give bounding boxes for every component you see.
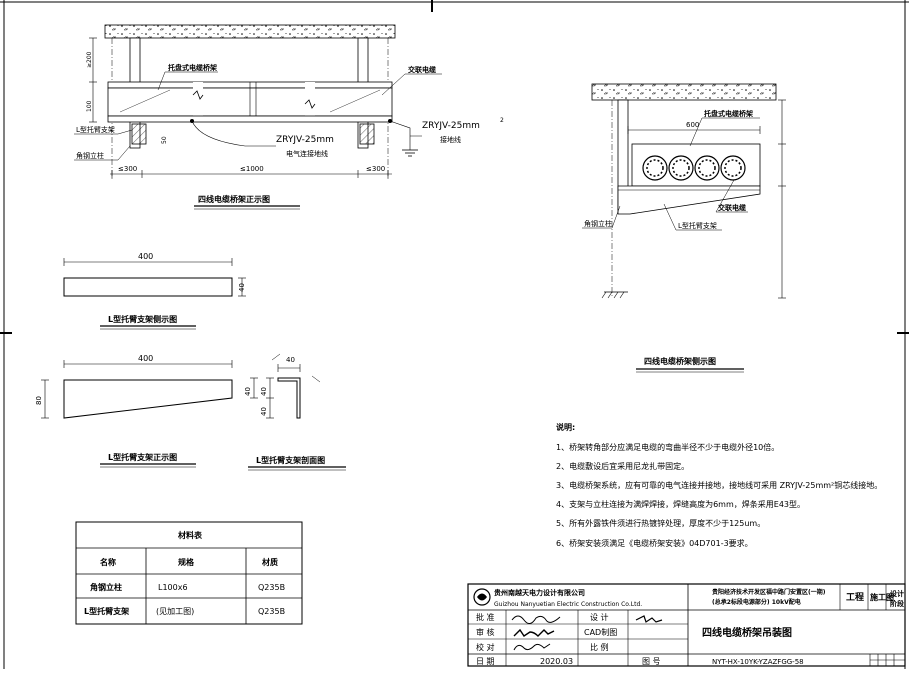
label-design: 设 计 [590, 612, 609, 622]
signatures [511, 615, 663, 651]
material-table: 材料表 名称 规格 材质 角钢立柱 L100x6 Q235B L型托臂支架 (见… [75, 521, 303, 625]
notes: 说明: 1、桥架转角部分应满足电缆的弯曲半径不少于电缆外径10倍。 2、电缆敷设… [556, 422, 882, 548]
materials-row1-spec: L100x6 [158, 583, 188, 592]
label-cad: CAD制图 [584, 627, 617, 637]
company-name-en: Guizhou Nanyuetian Electric Construction… [494, 601, 642, 608]
dim-left: ≤300 [118, 165, 137, 173]
label-wire2: ZRYJV-25mm [422, 121, 480, 131]
title-front-view: 四线电缆桥架正示图 [198, 194, 270, 204]
company-logo [473, 588, 491, 606]
label-post-front: 角钢立柱 [76, 151, 104, 160]
label-bracket-side: L型托臂支架 [678, 221, 717, 230]
note-1: 1、桥架转角部分应满足电缆的弯曲半径不少于电缆外径10倍。 [556, 442, 779, 452]
label-review: 审 核 [476, 627, 495, 637]
label-wire2-note: 接地线 [440, 135, 461, 144]
design-stage-label-1: 设计 [890, 589, 904, 598]
bracket-front-view: 400 80 L型托臂支架正示图 [35, 354, 233, 468]
front-view: 托盘式电缆桥架 交联电缆 L型托臂支架 角钢立柱 ZRYJV-25mm 电气连接… [74, 24, 504, 210]
label-bracket-front: L型托臂支架 [76, 125, 115, 134]
note-4: 4、支架与立柱连接为满焊焊接，焊缝高度为6mm，焊条采用E43型。 [556, 499, 805, 509]
note-5: 5、所有外露铁件须进行热镀锌处理，厚度不少于125um。 [556, 518, 765, 528]
dim-section-top: 40 [286, 356, 295, 364]
project-line-1: 贵阳经济技术开发区福中路门安置区(一期) [712, 588, 826, 596]
bracket-bar [107, 115, 393, 123]
label-approve: 批 准 [476, 612, 495, 622]
dim-post: 50 [161, 136, 168, 144]
label-date: 日 期 [476, 657, 495, 666]
bracket-section-view: 40 40 40 40 L型托臂支架剖面图 [244, 353, 346, 471]
materials-header-grade: 材质 [262, 557, 278, 567]
materials-row1-name: 角钢立柱 [90, 582, 122, 592]
materials-row2-grade: Q235B [258, 607, 285, 616]
dim-front-length: 400 [138, 354, 153, 363]
dim-side-height: 40 [238, 283, 246, 292]
dim-section-c: 40 [260, 407, 268, 416]
notes-heading: 说明: [556, 422, 575, 432]
drawing-title: 四线电缆桥架吊装图 [702, 626, 792, 639]
note-2: 2、电缆敷设后宜采用尼龙扎带固定。 [556, 461, 689, 471]
label-wire1: ZRYJV-25mm [276, 135, 334, 145]
title-bracket-front: L型托臂支架正示图 [108, 452, 177, 462]
date-value: 2020.03 [540, 657, 573, 666]
dim-side-width: 600 [686, 121, 699, 129]
note-3: 3、电缆桥架系统，应有可靠的电气连接并接地，接地线可采用 ZRYJV-25mm²… [556, 480, 882, 490]
dim-right: ≤300 [366, 165, 385, 173]
stage-label: 工程 [846, 591, 864, 603]
dim-total: ≤1000 [240, 165, 264, 173]
stage-value: 施工图 [870, 592, 894, 602]
note-6: 6、桥架安装须满足《电缆桥架安装》04D701-3要求。 [556, 538, 753, 548]
drawing-number: NYT-HX-10YK-YZAZFGG-58 [712, 658, 804, 666]
bracket-side-view: 400 40 L型托臂支架侧示图 [63, 252, 246, 330]
label-cable-side: 交联电缆 [718, 203, 746, 212]
side-view: 托盘式电缆桥架 600 交联电缆 角钢立柱 L型托臂支架 四线电缆桥架侧示图 [582, 83, 786, 373]
cable-circles [642, 155, 746, 181]
label-tray-side: 托盘式电缆桥架 [704, 109, 753, 118]
dim-section-b: 40 [260, 387, 268, 396]
project-line-2: (总承2标段电源部分) 10kV配电 [712, 598, 801, 606]
company-name-cn: 贵州南越天电力设计有限公司 [494, 588, 585, 597]
label-drawing-no: 图 号 [642, 657, 661, 666]
dim-side-length: 400 [138, 252, 153, 261]
materials-row2-spec: (见加工图) [156, 606, 194, 616]
ceiling-slab [104, 24, 396, 39]
design-stage-label-2: 阶段 [890, 599, 904, 608]
materials-row2-name: L型托臂支架 [84, 606, 129, 616]
label-post-side: 角钢立柱 [584, 219, 612, 228]
materials-header-name: 名称 [100, 557, 116, 567]
dim-tray: 100 [86, 100, 93, 112]
materials-title: 材料表 [178, 530, 203, 540]
label-tray-front: 托盘式电缆桥架 [168, 63, 217, 72]
label-wire2-sup: 2 [500, 117, 504, 124]
dim-section-a: 40 [244, 387, 252, 396]
materials-row1-grade: Q235B [258, 583, 285, 592]
dim-side: ≥200 [86, 51, 93, 68]
title-bracket-section: L型托臂支架剖面图 [256, 455, 325, 465]
title-bracket-side: L型托臂支架侧示图 [108, 314, 177, 324]
label-check: 校 对 [476, 642, 495, 652]
title-block: 贵州南越天电力设计有限公司 Guizhou Nanyuetian Electri… [467, 583, 906, 667]
label-cable-front: 交联电缆 [408, 65, 436, 74]
label-wire1-note: 电气连接地线 [286, 149, 328, 158]
materials-header-spec: 规格 [178, 557, 195, 567]
dim-front-height: 80 [35, 396, 43, 405]
title-side-view: 四线电缆桥架侧示图 [644, 356, 716, 366]
label-scale: 比 例 [590, 642, 609, 652]
